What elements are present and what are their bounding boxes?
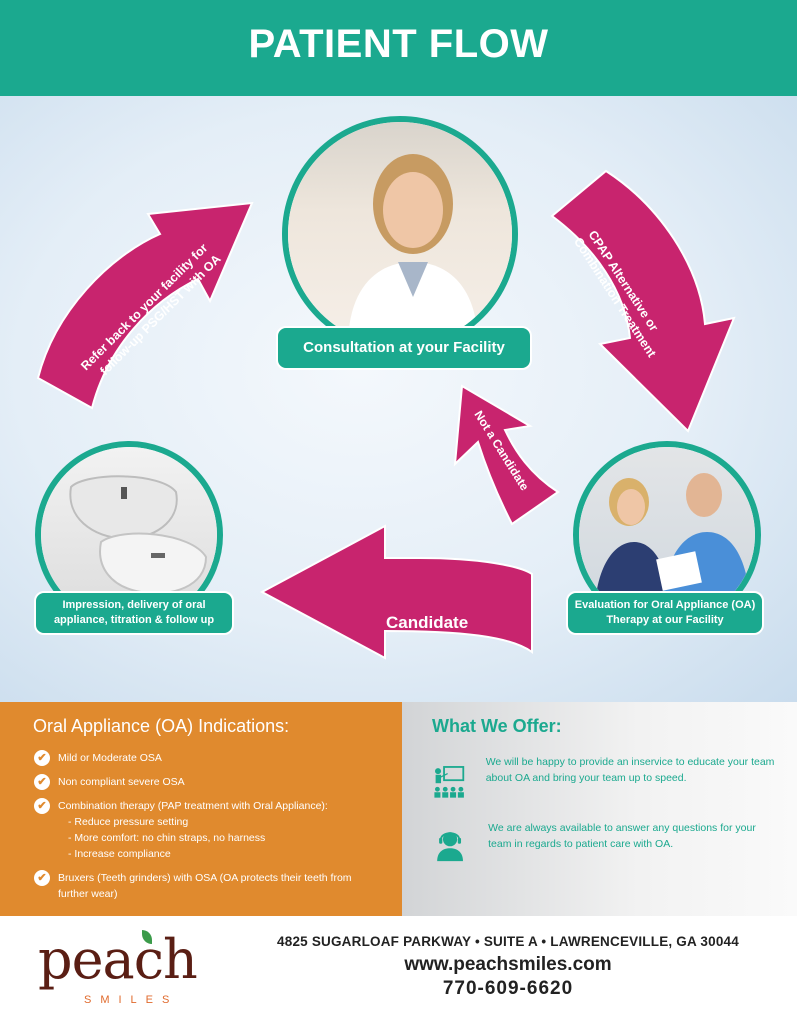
what-we-offer-panel: What We Offer: We will be happy to provi…: [402, 702, 797, 916]
logo-subtitle: SMILES: [84, 994, 179, 1006]
address: 4825 SUGARLOAF PARKWAY • SUITE A • LAWRE…: [277, 934, 739, 949]
arrow-refer-back: Refer back to your facility for follow-u…: [36, 201, 254, 410]
indication-text: Combination therapy (PAP treatment with …: [58, 800, 328, 812]
checkmark-icon: ✔: [34, 870, 50, 886]
indications-list: ✔ Mild or Moderate OSA ✔ Non compliant s…: [34, 750, 384, 910]
offer-text: We are always available to answer any qu…: [488, 822, 756, 850]
oa-indications-panel: Oral Appliance (OA) Indications: ✔ Mild …: [0, 702, 402, 916]
indication-sub-item: - More comfort: no chin straps, no harne…: [68, 832, 266, 844]
logo-wordmark: peach: [38, 928, 198, 991]
indication-item: ✔ Bruxers (Teeth grinders) with OSA (OA …: [34, 870, 384, 902]
oral-appliance-illustration: [69, 475, 208, 595]
arrow-not-candidate: Not a Candidate: [453, 384, 560, 526]
phone-number[interactable]: 770-609-6620: [442, 978, 574, 999]
impression-label: Impression, delivery of oral appliance, …: [34, 591, 234, 635]
page-title: PATIENT FLOW: [248, 22, 549, 66]
page-footer: peach SMILES 4825 SUGARLOAF PARKWAY • SU…: [0, 916, 797, 1024]
evaluation-label: Evaluation for Oral Appliance (OA) Thera…: [566, 591, 764, 635]
arrow-candidate: Candidate: [259, 524, 533, 660]
checkmark-icon: ✔: [34, 774, 50, 790]
indication-sub-list: - Reduce pressure setting - More comfort…: [68, 814, 328, 862]
offer-item: We will be happy to provide an inservice…: [432, 754, 782, 810]
indications-title: Oral Appliance (OA) Indications:: [33, 716, 290, 736]
indication-text: Non compliant severe OSA: [58, 776, 185, 788]
website-link[interactable]: www.peachsmiles.com: [404, 954, 612, 975]
checkmark-icon: ✔: [34, 750, 50, 766]
consultation-label: Consultation at your Facility: [276, 326, 532, 370]
page-header: PATIENT FLOW: [0, 0, 797, 96]
indication-sub-item: - Reduce pressure setting: [68, 816, 189, 828]
indication-item: ✔ Combination therapy (PAP treatment wit…: [34, 798, 384, 862]
indication-item: ✔ Non compliant severe OSA: [34, 774, 384, 790]
indication-item: ✔ Mild or Moderate OSA: [34, 750, 384, 766]
offer-title: What We Offer:: [432, 716, 562, 736]
headset-support-icon: [437, 832, 463, 862]
indication-group: Combination therapy (PAP treatment with …: [58, 798, 328, 862]
indication-sub-item: - Increase compliance: [68, 848, 171, 860]
arrow-cpap: CPAP Alternative or Combination Treatmen…: [550, 169, 736, 433]
peach-smiles-logo: peach SMILES: [38, 928, 218, 1018]
offer-text: We will be happy to provide an inservice…: [485, 756, 775, 784]
presentation-icon: [434, 766, 465, 798]
checkmark-icon: ✔: [34, 798, 50, 814]
consultation-photo: [282, 116, 518, 352]
arrow-candidate-text: Candidate: [386, 613, 468, 632]
indication-text: Bruxers (Teeth grinders) with OSA (OA pr…: [58, 872, 352, 900]
patient-flow-diagram: Refer back to your facility for follow-u…: [0, 96, 797, 702]
flow-arrows: Refer back to your facility for follow-u…: [36, 169, 736, 660]
leaf-icon: [142, 930, 152, 944]
doctor-illustration: [348, 154, 478, 346]
offer-item: We are always available to answer any qu…: [432, 820, 782, 870]
indication-text: Mild or Moderate OSA: [58, 752, 162, 764]
